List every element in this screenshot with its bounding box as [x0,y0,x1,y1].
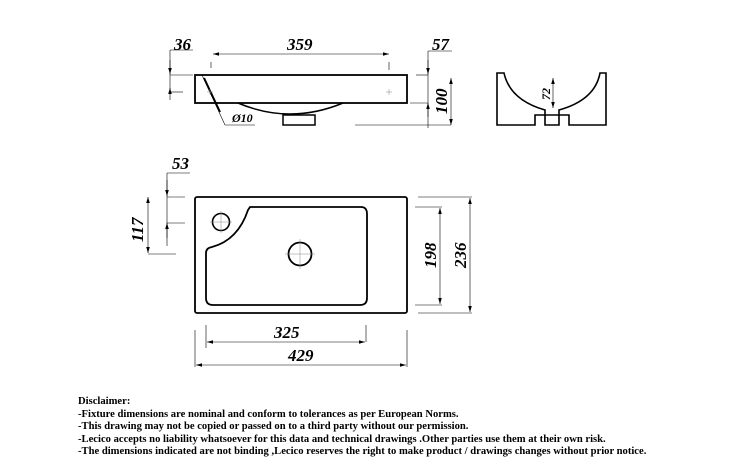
dim-left-offset: 36 [173,35,192,54]
dim-total-width: 429 [287,346,314,365]
dim-right-offset: 57 [432,35,451,54]
disclaimer-title: Disclaimer: [78,396,131,407]
disclaimer: Disclaimer: -Fixture dimensions are nomi… [78,396,646,459]
dim-bowl-width: 325 [273,323,300,342]
disclaimer-line: -Lecico accepts no liability whatsoever … [78,433,606,445]
plan-view [146,172,472,367]
dim-total-depth: 236 [451,242,470,269]
disclaimer-line: -Fixture dimensions are nominal and conf… [78,408,459,420]
front-view [168,49,453,128]
dim-hole-from-top: 117 [128,216,147,242]
dim-hole-diameter: Ø10 [231,111,253,125]
side-section-view [496,72,607,126]
dim-height: 100 [432,88,451,114]
disclaimer-line: -The dimensions indicated are not bindin… [78,446,647,458]
dim-depth: 72 [539,88,553,100]
dim-bowl-depth: 198 [421,242,440,268]
dim-hole-offset: 53 [172,154,190,173]
dim-width: 359 [286,35,313,54]
disclaimer-line: -This drawing may not be copied or passe… [78,421,469,433]
